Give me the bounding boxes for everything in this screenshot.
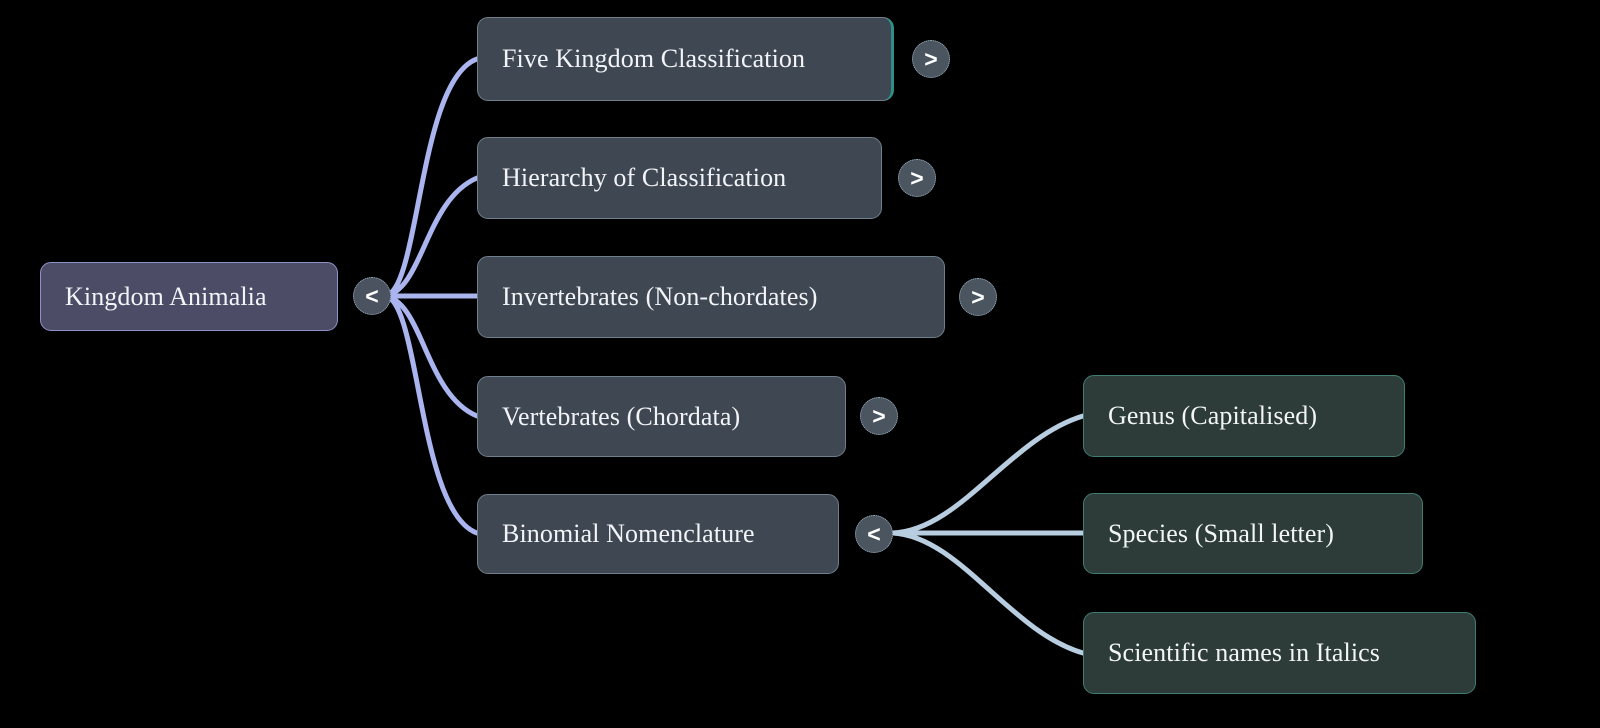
expand-toggle-invertebrates[interactable]: >: [959, 278, 997, 316]
node-leaf-scientific-names[interactable]: Scientific names in Italics: [1083, 612, 1476, 694]
chevron-right-icon: >: [872, 402, 886, 429]
chevron-right-icon: >: [924, 45, 938, 72]
chevron-left-icon: <: [867, 520, 881, 547]
edge-root-to-five-kingdom: [382, 56, 480, 299]
edge-root-to-hierarchy: [382, 175, 480, 299]
collapse-toggle-root[interactable]: <: [353, 277, 391, 315]
expand-toggle-five-kingdom-classification[interactable]: >: [912, 40, 950, 78]
node-leaf-label: Genus (Capitalised): [1108, 401, 1318, 431]
node-leaf-species[interactable]: Species (Small letter): [1083, 493, 1423, 574]
edge-root-to-vertebrates: [382, 293, 480, 419]
node-leaf-label: Scientific names in Italics: [1108, 638, 1381, 668]
node-branch-label: Vertebrates (Chordata): [502, 401, 741, 431]
node-root-label: Kingdom Animalia: [65, 281, 267, 311]
node-branch-vertebrates[interactable]: Vertebrates (Chordata): [477, 376, 846, 457]
edges-from-root: [382, 56, 480, 536]
edges-from-binomial: [890, 413, 1086, 656]
node-branch-label: Hierarchy of Classification: [502, 163, 787, 193]
edge-binomial-to-genus: [890, 413, 1086, 536]
node-branch-label: Binomial Nomenclature: [502, 519, 755, 549]
chevron-left-icon: <: [365, 282, 379, 309]
node-branch-label: Five Kingdom Classification: [502, 44, 806, 74]
node-branch-hierarchy-of-classification[interactable]: Hierarchy of Classification: [477, 137, 882, 219]
chevron-right-icon: >: [971, 283, 985, 310]
collapse-toggle-binomial-nomenclature[interactable]: <: [855, 515, 893, 553]
node-branch-invertebrates[interactable]: Invertebrates (Non-chordates): [477, 256, 945, 338]
node-branch-label: Invertebrates (Non-chordates): [502, 282, 818, 312]
node-leaf-label: Species (Small letter): [1108, 518, 1335, 548]
node-leaf-genus[interactable]: Genus (Capitalised): [1083, 375, 1405, 457]
edge-binomial-to-scientific-names: [890, 530, 1086, 656]
node-root-kingdom-animalia[interactable]: Kingdom Animalia: [40, 262, 338, 331]
chevron-right-icon: >: [910, 164, 924, 191]
expand-toggle-hierarchy-of-classification[interactable]: >: [898, 159, 936, 197]
node-branch-five-kingdom-classification[interactable]: Five Kingdom Classification: [477, 17, 894, 101]
edge-root-to-binomial: [382, 293, 480, 536]
expand-toggle-vertebrates[interactable]: >: [860, 397, 898, 435]
node-branch-binomial-nomenclature[interactable]: Binomial Nomenclature: [477, 494, 839, 574]
